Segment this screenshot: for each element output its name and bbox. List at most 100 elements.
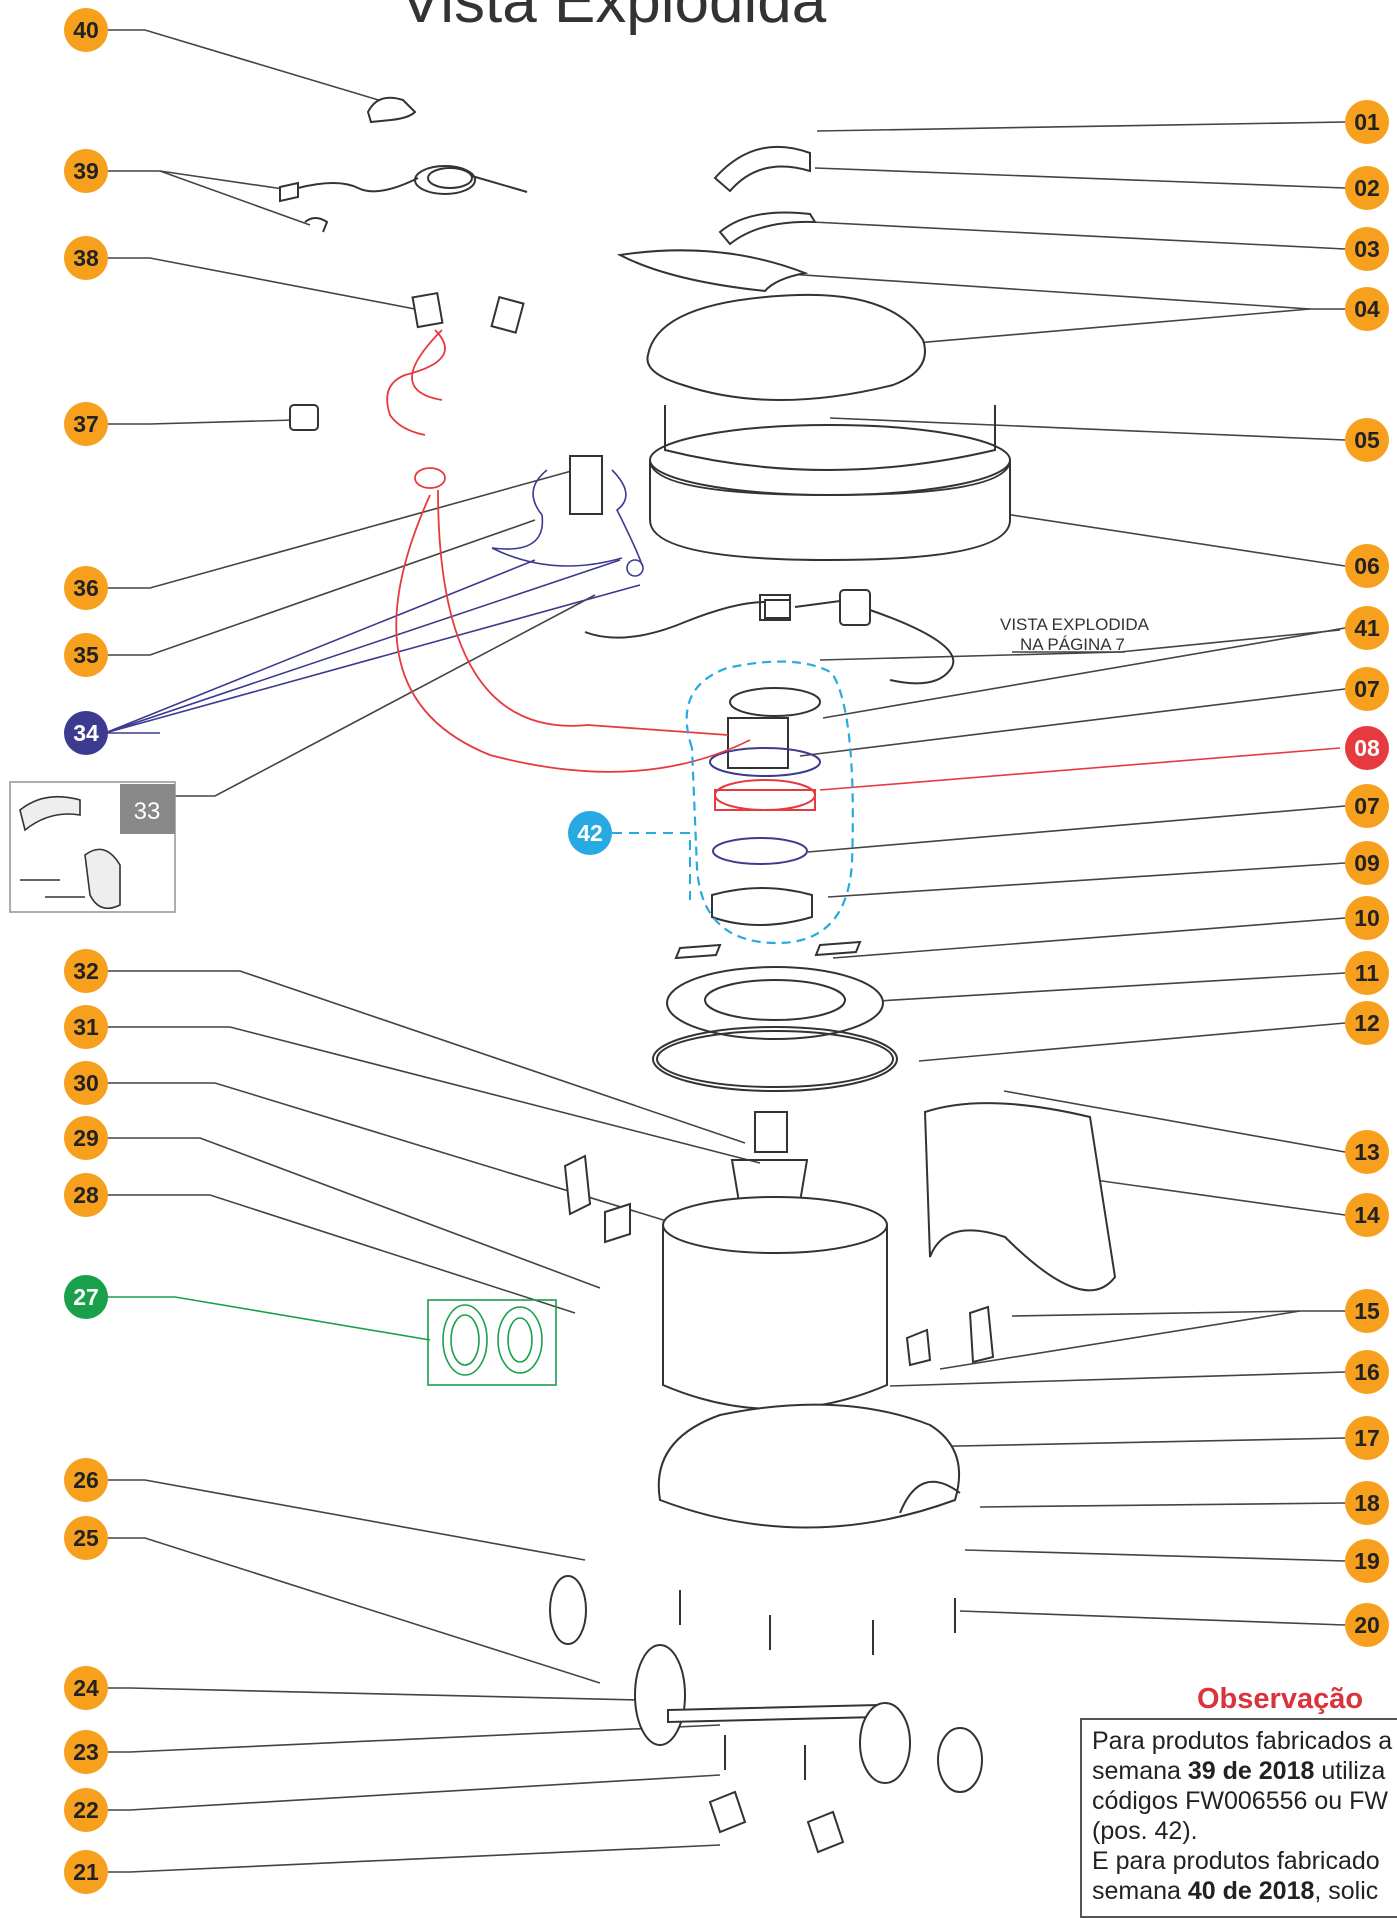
callout-left-circle-30 xyxy=(64,1061,108,1105)
callout-right-label-10: 10 xyxy=(1354,905,1380,931)
callout-right-label-15: 15 xyxy=(1354,1298,1380,1324)
callout-left-circle-25 xyxy=(64,1516,108,1560)
callout-left-label-24: 24 xyxy=(73,1675,99,1701)
callout-left-label-38: 38 xyxy=(73,245,99,271)
callout-left-label-37: 37 xyxy=(73,411,99,437)
callout-right-label-07: 07 xyxy=(1354,676,1380,702)
callout-right-label-11: 11 xyxy=(1355,960,1380,986)
observation-line-5: E para produtos fabricado xyxy=(1092,1847,1380,1875)
callout-left-label-27: 27 xyxy=(73,1284,99,1310)
callout-left-label-39: 39 xyxy=(73,158,99,184)
callout-right-circle-11 xyxy=(1345,951,1389,995)
callout-left-circle-27 xyxy=(64,1275,108,1319)
callout-left-circle-35 xyxy=(64,633,108,677)
callout-left-label-25: 25 xyxy=(73,1525,99,1551)
leader-lines xyxy=(699,121,1346,1626)
callout-right-label-19: 19 xyxy=(1354,1548,1380,1574)
observation-line-6: semana 40 de 2018, solic xyxy=(1092,1877,1379,1905)
callout-left-circle-39 xyxy=(64,149,108,193)
callout-left-label-30: 30 xyxy=(73,1070,99,1096)
callout-right-label-13: 13 xyxy=(1354,1139,1380,1165)
callout-right-circle-02 xyxy=(1345,166,1389,210)
callout-right-label-14: 14 xyxy=(1354,1202,1380,1228)
callout-42-label: 42 xyxy=(577,820,603,846)
part-27-box xyxy=(427,1299,557,1386)
note-line-2: NA PÁGINA 7 xyxy=(1020,635,1125,654)
callout-right-label-06: 06 xyxy=(1354,553,1380,579)
observation-line-2: semana 39 de 2018 utiliza xyxy=(1092,1757,1386,1785)
callout-right-circle-08 xyxy=(1345,726,1389,770)
callout-right-circle-15 xyxy=(1345,1289,1389,1333)
callout-right-circle-04 xyxy=(1345,287,1389,331)
callout-right-circle-07 xyxy=(1345,667,1389,711)
callout-left-circle-21 xyxy=(64,1850,108,1894)
callout-right-circle-17 xyxy=(1345,1416,1389,1460)
callout-left-circle-28 xyxy=(64,1173,108,1217)
callout-left-circle-22 xyxy=(64,1788,108,1832)
callout-right-label-07: 07 xyxy=(1354,793,1380,819)
callout-left-label-21: 21 xyxy=(73,1859,99,1885)
callout-left-circle-29 xyxy=(64,1116,108,1160)
callout-left-circle-24 xyxy=(64,1666,108,1710)
callout-right-label-12: 12 xyxy=(1354,1010,1380,1036)
callout-right-label-17: 17 xyxy=(1354,1425,1380,1451)
callout-left-label-22: 22 xyxy=(73,1797,99,1823)
callout-left-label-23: 23 xyxy=(73,1739,99,1765)
page-title: Vista Explodida xyxy=(400,0,827,36)
callout-left-label-40: 40 xyxy=(73,17,99,43)
callout-left-label-29: 29 xyxy=(73,1125,99,1151)
callout-right-label-02: 02 xyxy=(1354,175,1380,201)
callout-right-label-09: 09 xyxy=(1354,850,1380,876)
callout-right-circle-13 xyxy=(1345,1130,1389,1174)
callout-left-label-32: 32 xyxy=(73,958,99,984)
callout-left-circle-36 xyxy=(64,566,108,610)
callout-33-label: 33 xyxy=(134,798,161,825)
callout-left-circle-26 xyxy=(64,1458,108,1502)
callout-right-label-01: 01 xyxy=(1354,109,1380,135)
callout-left-label-28: 28 xyxy=(73,1182,99,1208)
callouts-left: 40 39 38 37 36 35 34 32 31 30 29 28 27 26 25 24 23 22 21 xyxy=(64,8,108,1894)
callout-right-circle-09 xyxy=(1345,841,1389,885)
callout-right-label-03: 03 xyxy=(1354,236,1380,262)
callout-right-circle-03 xyxy=(1345,227,1389,271)
callout-left-label-34: 34 xyxy=(73,720,99,746)
callout-left-circle-31 xyxy=(64,1005,108,1049)
callout-right-circle-07 xyxy=(1345,784,1389,828)
callout-right-label-41: 41 xyxy=(1354,615,1380,641)
callout-left-circle-23 xyxy=(64,1730,108,1774)
part-33-badge xyxy=(120,784,175,834)
callout-right-circle-01 xyxy=(1345,100,1389,144)
callout-right-label-18: 18 xyxy=(1354,1490,1380,1516)
callouts-right: 01 02 03 04 05 06 41 07 08 07 09 10 11 12 13 14 15 16 17 18… xyxy=(1345,100,1389,1647)
observation-box: Para produtos fabricados a semana 39 de … xyxy=(1080,1718,1397,1918)
callout-right-label-20: 20 xyxy=(1354,1612,1380,1638)
callout-left-label-36: 36 xyxy=(73,575,99,601)
observation-line-3: códigos FW006556 ou FW xyxy=(1092,1787,1388,1815)
callout-right-circle-18 xyxy=(1345,1481,1389,1525)
callout-left-circle-34 xyxy=(64,711,108,755)
callout-left-circle-40 xyxy=(64,8,108,52)
callout-left-circle-32 xyxy=(64,949,108,993)
callout-right-circle-14 xyxy=(1345,1193,1389,1237)
callout-right-label-05: 05 xyxy=(1354,427,1380,453)
note-line-1: VISTA EXPLODIDA xyxy=(1000,615,1150,634)
callout-left-label-26: 26 xyxy=(73,1467,99,1493)
callout-left-circle-37 xyxy=(64,402,108,446)
callout-right-circle-41 xyxy=(1345,606,1389,650)
callout-right-circle-05 xyxy=(1345,418,1389,462)
callout-left-label-31: 31 xyxy=(73,1014,99,1040)
callout-left-label-35: 35 xyxy=(73,642,99,668)
observation-line-1: Para produtos fabricados a xyxy=(1092,1727,1393,1755)
callout-right-circle-20 xyxy=(1345,1603,1389,1647)
observation-line-4: (pos. 42). xyxy=(1092,1817,1198,1845)
callout-right-label-16: 16 xyxy=(1354,1359,1380,1385)
observation-title: Observação xyxy=(1197,1683,1364,1715)
callout-left-circle-38 xyxy=(64,236,108,280)
callout-right-circle-06 xyxy=(1345,544,1389,588)
callout-right-circle-10 xyxy=(1345,896,1389,940)
callout-right-circle-12 xyxy=(1345,1001,1389,1045)
callout-right-circle-16 xyxy=(1345,1350,1389,1394)
callout-right-label-04: 04 xyxy=(1354,296,1380,322)
callout-right-label-08: 08 xyxy=(1354,735,1380,761)
callout-right-circle-19 xyxy=(1345,1539,1389,1583)
